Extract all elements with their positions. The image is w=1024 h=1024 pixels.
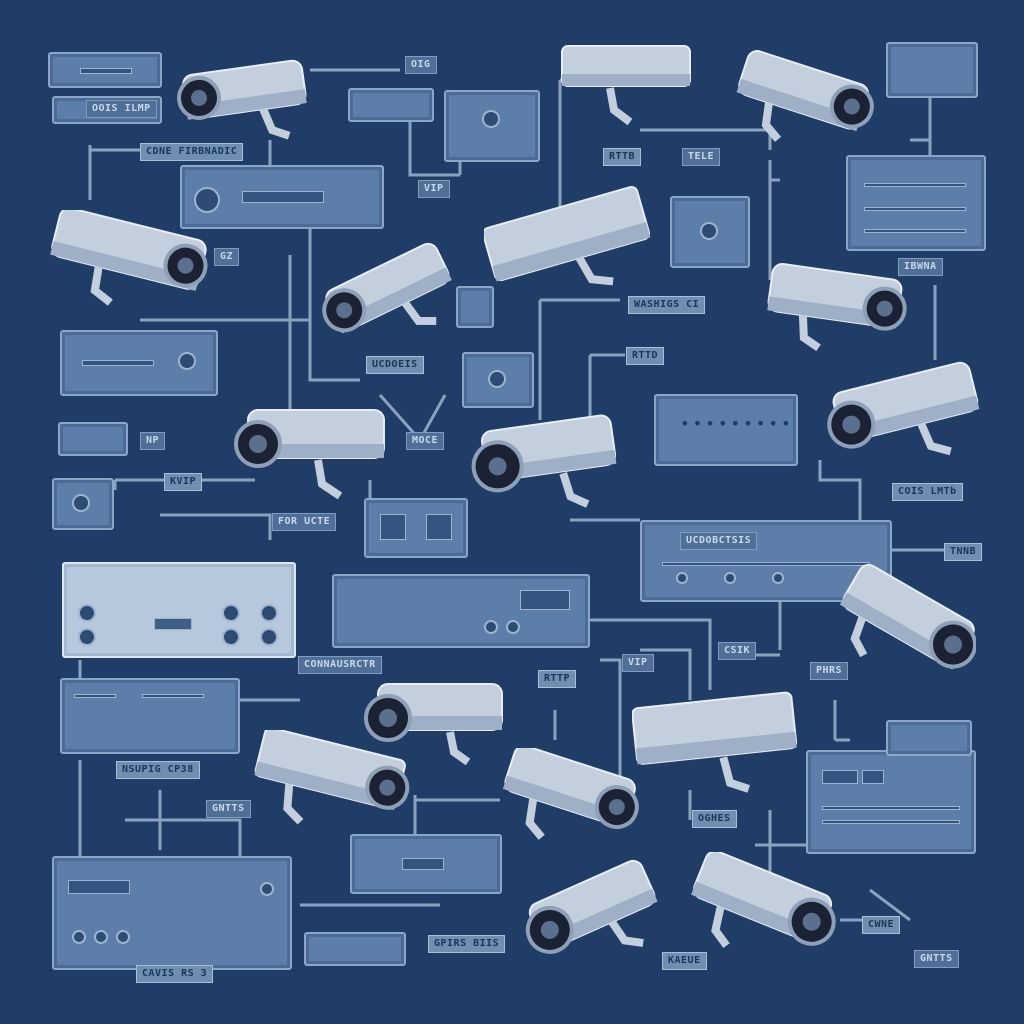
recorder-device: [332, 574, 590, 648]
panel-device: [48, 52, 162, 88]
diagram-label: RTTD: [626, 347, 665, 365]
diagram-label: MOCE: [406, 432, 445, 450]
diagram-label: VIP: [622, 654, 654, 672]
diagram-label: WASHIGS CI: [628, 296, 706, 314]
diagram-label: GZ: [214, 248, 240, 266]
security-camera-icon: [730, 50, 880, 160]
diagram-label: FOR UCTE: [272, 513, 337, 531]
screen-device: [886, 42, 978, 98]
diagram-label: TELE: [682, 148, 721, 166]
security-camera-icon: [764, 262, 910, 358]
diagram-label: RTTP: [538, 670, 577, 688]
diagram-label: UCDOBCTSIS: [680, 532, 758, 550]
diagram-label: KVIP: [164, 473, 203, 491]
recorder-device: [350, 834, 502, 894]
server-device: [62, 562, 296, 658]
recorder-device: [180, 165, 384, 229]
diagram-label: OIG: [405, 56, 437, 74]
diagram-label: CAVIS RS 3: [136, 965, 214, 983]
diagram-label: RTTB: [603, 148, 642, 166]
network-switch: •••••••••: [654, 394, 798, 466]
diagram-label: COIS LMTb: [892, 483, 963, 501]
diagram-label: KAEUE: [662, 952, 707, 970]
diagram-label: GNTTS: [206, 800, 251, 818]
diagram-label: TNNB: [944, 543, 983, 561]
status-display: [846, 155, 986, 251]
panel-device: [304, 932, 406, 966]
recorder-device: [806, 750, 976, 854]
monitor-device: [670, 196, 750, 268]
security-camera-icon: [686, 852, 836, 970]
monitor-device: [462, 352, 534, 408]
monitor-device: [364, 498, 468, 558]
diagram-label: OGHES: [692, 810, 737, 828]
recorder-device: [640, 520, 892, 602]
diagram-label: PHRS: [810, 662, 849, 680]
security-camera-icon: [318, 236, 454, 346]
security-camera-icon: [822, 356, 982, 470]
diagram-label: OOIS ILMP: [86, 100, 157, 118]
monitor-device: [348, 88, 434, 122]
security-camera-icon: [250, 730, 412, 842]
diagram-label: VIP: [418, 180, 450, 198]
diagram-label: GNTTS: [914, 950, 959, 968]
panel-device: [60, 330, 218, 396]
diagram-label: CSIK: [718, 642, 757, 660]
security-camera-icon: [560, 44, 694, 130]
security-camera-icon: [632, 690, 802, 800]
switch-device: [456, 286, 494, 328]
screen-device: [886, 720, 972, 756]
security-camera-icon: [484, 182, 654, 298]
diagram-label: CDNE FIRBNADIC: [140, 143, 244, 161]
router-device: [52, 478, 114, 530]
diagram-label: NSUPIG CP38: [116, 761, 200, 779]
diagram-label: IBWNA: [898, 258, 943, 276]
diagram-label: NP: [140, 432, 166, 450]
diagram-label: CWNE: [862, 916, 901, 934]
server-device: [52, 856, 292, 970]
diagram-label: CONNAUSRCTR: [298, 656, 382, 674]
panel-device: [58, 422, 128, 456]
diagram-label: UCDOEIS: [366, 356, 424, 374]
security-camera-icon: [520, 852, 660, 972]
security-camera-icon: [360, 680, 506, 770]
security-camera-icon: [836, 560, 976, 684]
security-camera-icon: [44, 210, 214, 320]
security-camera-icon: [172, 54, 312, 150]
monitor-device: [444, 90, 540, 162]
security-camera-icon: [466, 414, 620, 518]
diagram-label: GPIRS BIIS: [428, 935, 506, 953]
security-camera-icon: [228, 404, 388, 504]
security-camera-icon: [498, 748, 640, 856]
panel-device: [60, 678, 240, 754]
